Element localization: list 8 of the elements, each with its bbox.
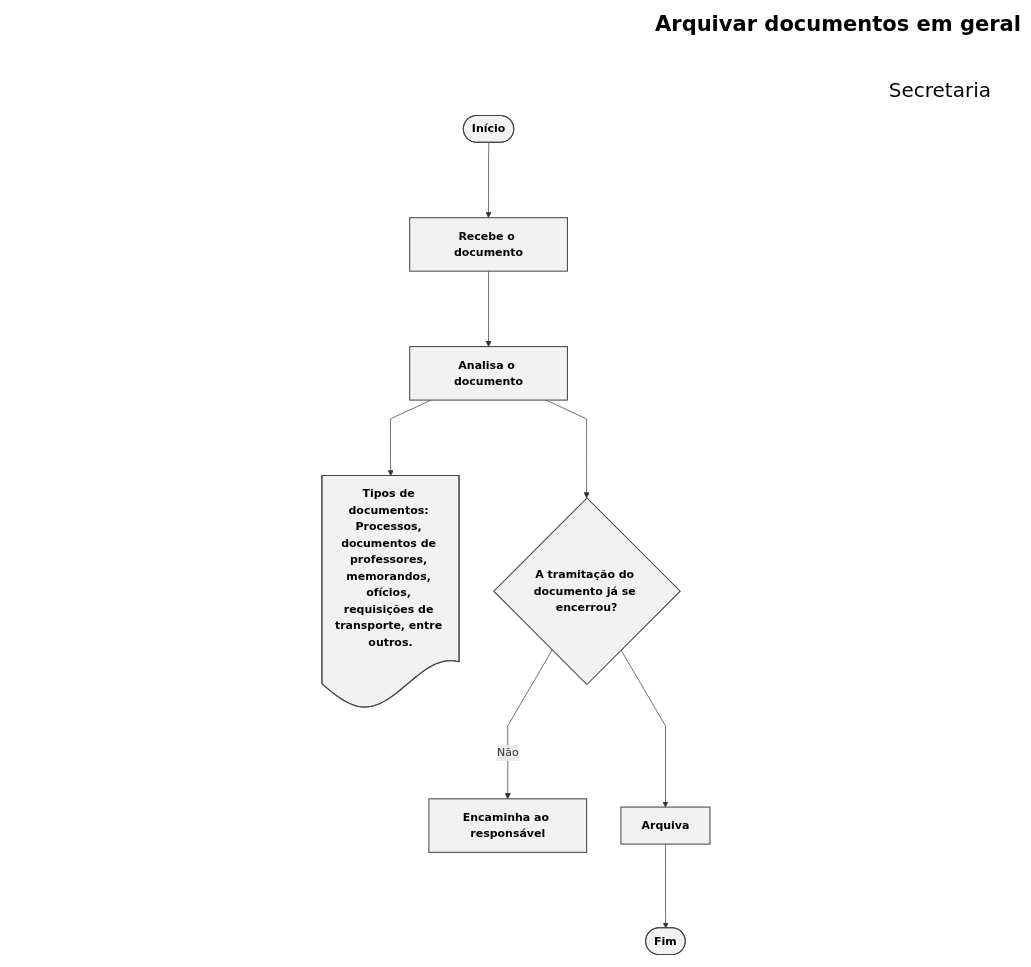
edge-label: Não bbox=[496, 746, 519, 760]
node-box: Encaminha ao responsável bbox=[427, 798, 587, 853]
node-diamond: A tramitação do documento já se encerrou? bbox=[492, 497, 681, 686]
node-box: Arquiva bbox=[619, 806, 711, 845]
node-box: Recebe o documento bbox=[408, 217, 568, 272]
lane-label: Secretaria bbox=[888, 78, 991, 102]
node-box: Analisa o documento bbox=[408, 346, 568, 401]
diagram-title: Arquivar documentos em geral bbox=[655, 12, 1021, 36]
